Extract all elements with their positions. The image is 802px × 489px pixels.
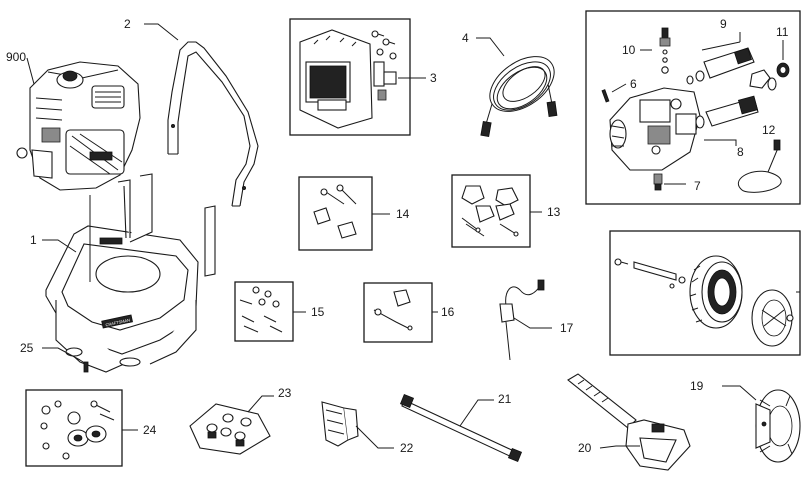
label-3: 3 bbox=[430, 71, 437, 85]
frame-badge: CRAFTSMAN bbox=[105, 317, 130, 327]
label-20: 20 bbox=[578, 441, 592, 455]
label-17: 17 bbox=[560, 321, 574, 335]
label-7: 7 bbox=[694, 179, 701, 193]
label-900: 900 bbox=[6, 50, 26, 64]
label-12: 12 bbox=[762, 123, 776, 137]
part-22-holder: 22 bbox=[321, 401, 414, 455]
part-15-hardware: 15 bbox=[234, 281, 325, 342]
label-14: 14 bbox=[396, 207, 410, 221]
part-21-lance: 21 bbox=[399, 392, 523, 463]
part-1-frame: CRAFTSMAN 1 bbox=[30, 173, 216, 373]
label-4: 4 bbox=[462, 31, 469, 45]
label-23: 23 bbox=[278, 386, 292, 400]
label-2: 2 bbox=[124, 17, 131, 31]
part-14-hardware: 14 bbox=[298, 176, 410, 251]
label-16: 16 bbox=[441, 305, 455, 319]
label-8: 8 bbox=[737, 145, 744, 159]
label-10: 10 bbox=[622, 43, 636, 57]
part-25-screw: 25 bbox=[20, 341, 89, 373]
part-20-spraygun: 20 bbox=[567, 373, 691, 471]
part-4-hose: 4 bbox=[462, 31, 558, 138]
part-2-handle: 2 bbox=[124, 17, 259, 207]
part-3-panel: 3 bbox=[289, 18, 437, 136]
part-24-bearings: 24 bbox=[25, 389, 157, 467]
label-21: 21 bbox=[498, 392, 512, 406]
label-9: 9 bbox=[720, 17, 727, 31]
label-1: 1 bbox=[30, 233, 37, 247]
part-pump-group: 10 9 11 6 8 bbox=[585, 10, 801, 205]
label-13: 13 bbox=[547, 205, 561, 219]
part-23-nozzles: 23 bbox=[189, 386, 292, 455]
part-16-hardware: 16 bbox=[363, 282, 455, 343]
label-25: 25 bbox=[20, 341, 34, 355]
part-wheel-group bbox=[609, 230, 801, 356]
part-19-reel: 19 bbox=[690, 379, 801, 463]
label-24: 24 bbox=[143, 423, 157, 437]
label-15: 15 bbox=[311, 305, 325, 319]
label-19: 19 bbox=[690, 379, 704, 393]
part-900-engine: 900 bbox=[6, 50, 141, 191]
label-6: 6 bbox=[630, 77, 637, 91]
part-13-hardware: 13 bbox=[451, 174, 561, 248]
label-22: 22 bbox=[400, 441, 414, 455]
part-17-tube: 17 bbox=[499, 279, 574, 361]
label-11: 11 bbox=[776, 25, 789, 39]
